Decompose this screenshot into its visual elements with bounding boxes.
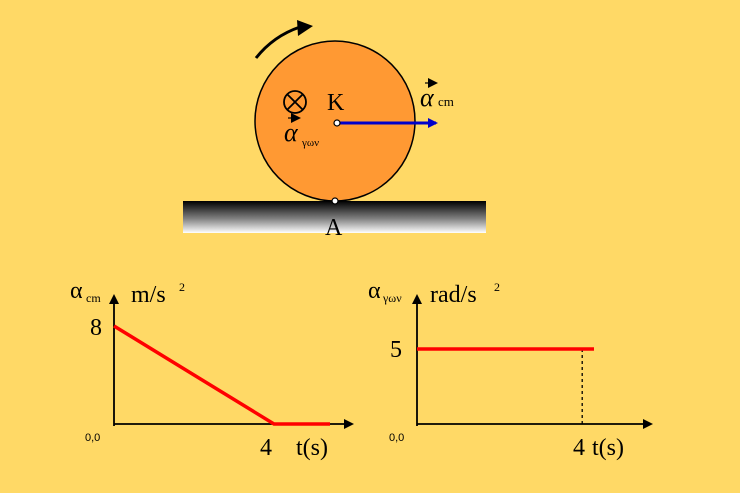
svg-text:2: 2 [179, 280, 185, 294]
svg-text:α: α [368, 278, 381, 304]
acm-y-tick-label: 8 [90, 315, 102, 341]
svg-text:α: α [70, 278, 83, 304]
angular-graph-ylabel: α γων [368, 278, 402, 305]
acm-x-axis-label: t(s) [296, 435, 328, 461]
acm-origin-label: 0,0 [85, 432, 100, 444]
angular-origin-label: 0,0 [389, 432, 404, 444]
angular-graph-unit: rad/s 2 [430, 280, 500, 308]
rotation-arrowhead-icon [297, 20, 313, 36]
point-k-label: K [327, 90, 345, 116]
point-a-label: A [325, 215, 343, 241]
angular-y-tick-label: 5 [390, 337, 402, 363]
svg-text:γων: γων [301, 137, 319, 149]
svg-text:cm: cm [86, 291, 101, 305]
svg-text:cm: cm [438, 94, 454, 109]
acm-graph-unit: m/s 2 [131, 280, 185, 308]
svg-text:γων: γων [382, 291, 402, 305]
acm-graph: α cm m/s 2 8 0,0 4 t(s) [70, 278, 354, 461]
svg-text:α: α [420, 83, 435, 112]
svg-text:α: α [284, 118, 299, 147]
acm-series-line [113, 324, 330, 426]
acm-vector-label: α cm [420, 78, 454, 112]
angular-graph: α γων rad/s 2 5 0,0 4 t(s) [368, 278, 653, 461]
acm-graph-ylabel: α cm [70, 278, 101, 305]
disk-diagram: K α cm α γων A [183, 20, 486, 241]
contact-point-a [331, 197, 339, 205]
floor-surface [183, 201, 486, 233]
svg-text:m/s: m/s [131, 282, 166, 308]
svg-text:2: 2 [494, 280, 500, 294]
angular-x-axis-label: t(s) [592, 435, 624, 461]
center-point-k [333, 119, 341, 127]
rotation-arrow-icon [254, 25, 301, 59]
angular-x-tick-label: 4 [573, 435, 585, 461]
angular-acceleration-label: α γων [284, 113, 319, 149]
acm-x-tick-label: 4 [260, 435, 272, 461]
svg-text:rad/s: rad/s [430, 282, 477, 308]
